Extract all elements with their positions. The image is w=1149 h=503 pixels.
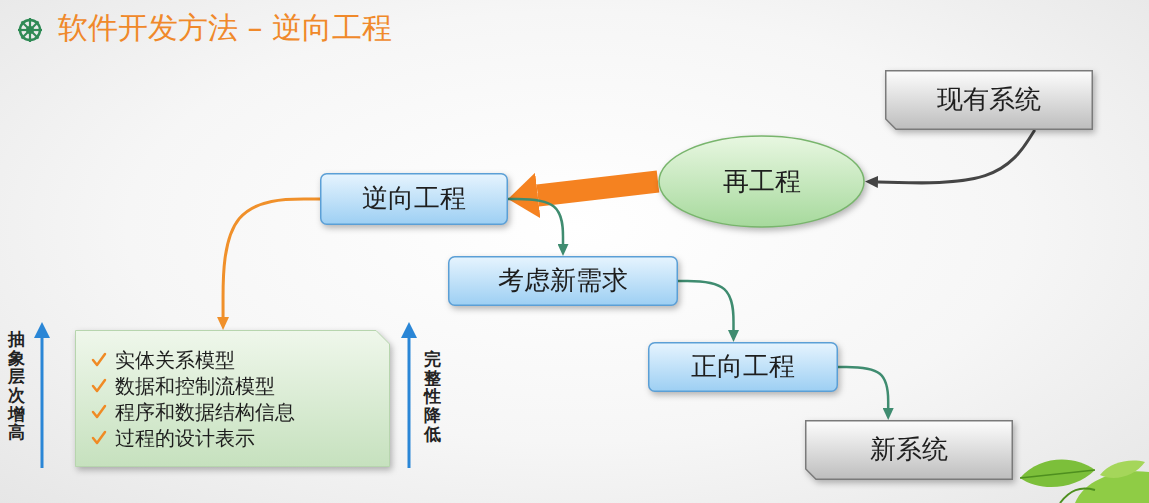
title-icon — [18, 18, 42, 42]
node-label: 现有系统 — [937, 84, 1041, 115]
process-box: 逆向工程 — [320, 173, 508, 225]
list-item: 程序和数据结构信息 — [115, 399, 295, 425]
flow-arrow — [678, 281, 734, 330]
axis-label: 完整性降低 — [424, 350, 441, 443]
check-mark — [93, 380, 105, 391]
block-arrow — [538, 182, 658, 196]
process-ellipse: 再工程 — [658, 135, 865, 228]
node-label: 新系统 — [870, 434, 948, 465]
system-box: 新系统 — [805, 420, 1013, 480]
flow-arrow — [223, 199, 320, 317]
check-mark — [93, 354, 105, 365]
node-label: 正向工程 — [691, 351, 795, 382]
process-box: 正向工程 — [648, 342, 838, 392]
check-mark — [93, 432, 105, 443]
box-outline — [76, 331, 390, 467]
box-outline — [886, 71, 1093, 130]
axis-label: 抽象层次增高 — [8, 330, 25, 442]
model-list-box: 实体关系模型数据和控制流模型程序和数据结构信息过程的设计表示 — [75, 330, 390, 467]
flow-arrow — [508, 199, 563, 244]
list-item: 实体关系模型 — [115, 347, 235, 373]
box-outline — [321, 174, 508, 225]
box-outline — [449, 257, 678, 306]
list-item: 数据和控制流模型 — [115, 373, 275, 399]
flow-arrow — [878, 130, 1035, 183]
list-item: 过程的设计表示 — [115, 425, 255, 451]
node-label: 逆向工程 — [362, 183, 466, 214]
box-outline — [649, 343, 838, 392]
check-mark — [91, 378, 107, 394]
ellipse-outline — [659, 136, 864, 227]
box-outline — [806, 421, 1013, 480]
axis-arrow — [34, 322, 417, 468]
check-mark — [91, 430, 107, 446]
system-box: 现有系统 — [885, 70, 1093, 130]
check-mark — [93, 406, 105, 417]
slide-title: 软件开发方法 – 逆向工程 — [58, 8, 392, 49]
check-mark — [91, 352, 107, 368]
flow-arrow — [838, 367, 888, 408]
leaf-decoration — [1020, 460, 1149, 503]
check-mark — [91, 404, 107, 420]
process-box: 考虑新需求 — [448, 256, 678, 306]
node-label: 再工程 — [723, 166, 801, 197]
node-label: 考虑新需求 — [498, 265, 628, 296]
